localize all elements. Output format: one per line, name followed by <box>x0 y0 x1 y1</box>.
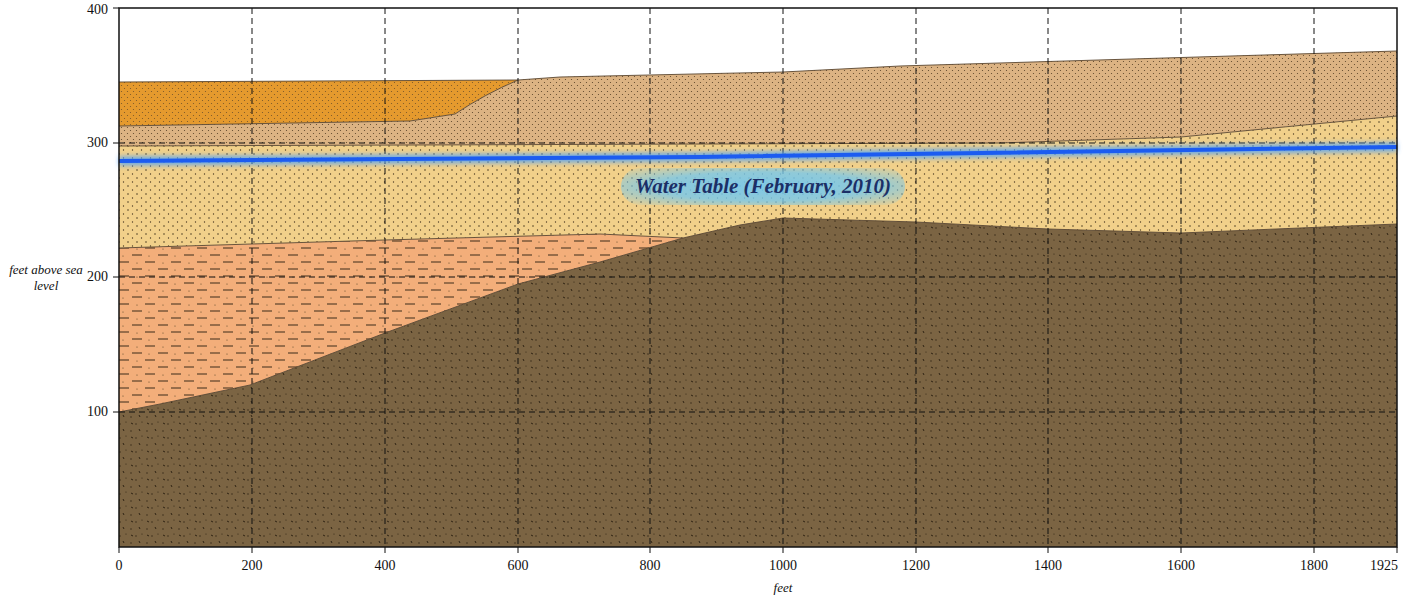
x-tick-label: 1000 <box>769 558 797 574</box>
axis-ticks <box>113 8 1397 553</box>
tan-layer <box>119 51 1397 146</box>
x-tick-label: 1600 <box>1167 558 1195 574</box>
bedrock-layer <box>119 218 1397 547</box>
layer-boundaries <box>119 51 1397 412</box>
water-table-label: Water Table (February, 2010) <box>621 168 905 205</box>
bedrock-texture <box>119 218 1397 547</box>
plot-frame <box>119 8 1397 547</box>
x-tick-label: 1400 <box>1034 558 1062 574</box>
x-axis-title: feet <box>774 580 793 596</box>
x-tick-label: 1925 <box>1370 558 1398 574</box>
y-tick-label: 400 <box>87 2 108 18</box>
water-table-line <box>119 147 1397 161</box>
tan-layer-texture <box>119 51 1397 146</box>
x-tick-label: 1200 <box>902 558 930 574</box>
y-tick-label: 300 <box>87 135 108 151</box>
y-tick-label: 100 <box>87 404 108 420</box>
x-tick-label: 400 <box>375 558 396 574</box>
grid-lines <box>119 8 1397 547</box>
x-tick-label: 800 <box>640 558 661 574</box>
x-tick-label: 200 <box>242 558 263 574</box>
y-axis-title: feet above sea level <box>9 262 83 295</box>
water-table-glow <box>119 147 1397 161</box>
x-tick-label: 1800 <box>1300 558 1328 574</box>
y-tick-label: 200 <box>87 269 108 285</box>
x-tick-label: 0 <box>116 558 123 574</box>
x-tick-label: 600 <box>508 558 529 574</box>
